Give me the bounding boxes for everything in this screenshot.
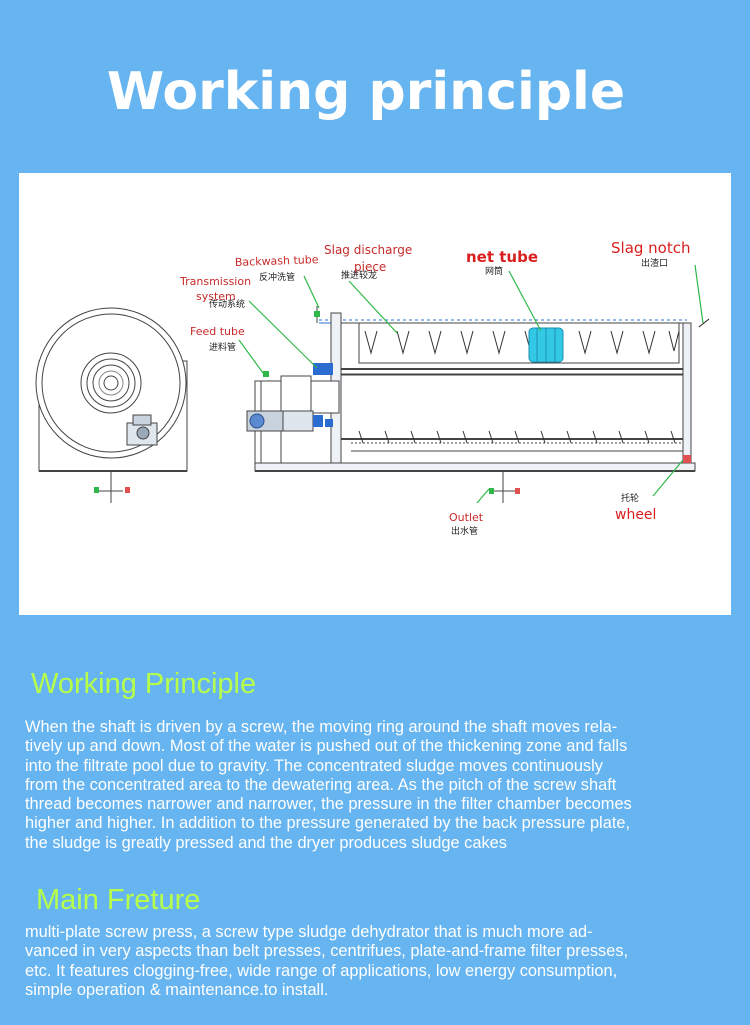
working-principle-line: higher and higher. In addition to the pr… — [25, 814, 631, 833]
label-slag-discharge-piece: piece — [354, 260, 386, 274]
label-wheel-zh: 托轮 — [621, 492, 639, 504]
main-feature-line: vanced in very aspects than belt presses… — [25, 942, 629, 961]
pointer-marks — [698, 318, 710, 328]
label-backwash-tube-zh: 反冲洗管 — [259, 271, 295, 283]
label-slag-discharge-zh: 推进较龙 — [341, 269, 377, 281]
leader-lines — [238, 264, 704, 504]
working-principle-line: When the shaft is driven by a screw, the… — [25, 718, 618, 736]
main-feature-heading: Main Freture — [36, 884, 201, 916]
working-principle-line: tively up and down. Most of the water is… — [25, 737, 628, 756]
working-principle-line: into the filtrate pool due to gravity. T… — [25, 756, 603, 775]
main-feature-line: etc. It features clogging-free, wide ran… — [25, 961, 618, 980]
label-wheel: wheel — [615, 507, 656, 523]
side-view — [246, 306, 696, 503]
screw-press-diagram: Backwash tube 反冲洗管 Slag discharge piece … — [35, 239, 710, 537]
working-principle-text: When the shaft is driven by a screw, the… — [25, 718, 632, 853]
label-outlet: Outlet — [449, 511, 484, 524]
label-feed-tube: Feed tube — [190, 325, 245, 338]
net-tube-highlight — [528, 327, 564, 363]
page-title: Working principle — [106, 62, 626, 122]
label-feed-tube-zh: 进料管 — [209, 341, 236, 353]
label-net-tube-zh: 网筒 — [485, 265, 503, 277]
label-transmission-zh: 传动系统 — [209, 298, 245, 310]
diagram-panel: Backwash tube 反冲洗管 Slag discharge piece … — [19, 173, 731, 615]
main-feature-text: multi-plate screw press, a screw type sl… — [25, 923, 628, 1000]
lower-screw-flights — [358, 430, 676, 444]
label-outlet-zh: 出水管 — [451, 525, 478, 537]
working-principle-heading: Working Principle — [31, 668, 257, 700]
label-backwash-tube: Backwash tube — [235, 253, 319, 269]
working-principle-line: from the concentrated area to the dewate… — [25, 775, 617, 794]
working-principle-line: the sludge is greatly pressed and the dr… — [25, 833, 507, 852]
label-transmission-system: system — [196, 290, 236, 303]
working-principle-line: thread becomes narrower and narrower, th… — [25, 795, 632, 814]
label-slag-notch-zh: 出渣口 — [641, 257, 668, 269]
label-slag-discharge: Slag discharge — [324, 243, 412, 257]
label-slag-notch: Slag notch — [611, 239, 691, 257]
end-view — [35, 307, 188, 503]
main-feature-line: simple operation & maintenance.to instal… — [25, 980, 329, 999]
main-feature-line: multi-plate screw press, a screw type sl… — [25, 923, 593, 941]
label-net-tube: net tube — [466, 248, 538, 266]
label-transmission: Transmission — [179, 275, 251, 288]
